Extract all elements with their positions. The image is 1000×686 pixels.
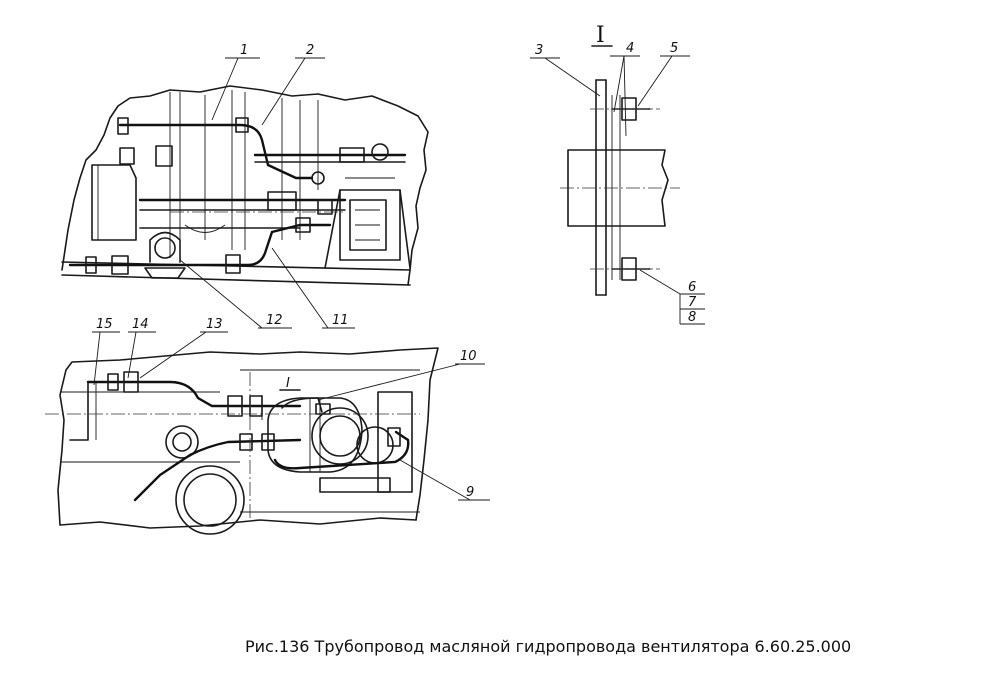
callout-14: 14	[132, 317, 149, 332]
callout-7: 7	[688, 295, 697, 310]
callout-3: 3	[535, 43, 543, 58]
callout-13: 13	[206, 317, 223, 332]
callout-10: 10	[460, 349, 477, 364]
callouts: 1 2 3 4 5 6 7 8 9 10 11 12 13 14 15	[96, 41, 697, 500]
callout-15: 15	[96, 317, 113, 332]
callout-4: 4	[626, 41, 634, 56]
callout-5: 5	[670, 41, 678, 56]
detail-view-I: I	[560, 23, 680, 296]
side-elevation-view	[61, 85, 429, 286]
leader-lines	[92, 55, 705, 501]
callout-8: 8	[688, 310, 696, 325]
view-title-I: I	[596, 23, 605, 48]
plan-view: I	[45, 347, 439, 535]
callout-2: 2	[306, 43, 314, 58]
callout-12: 12	[266, 313, 283, 328]
callout-9: 9	[466, 485, 474, 500]
callout-11: 11	[332, 313, 349, 328]
view-marker-I: I	[286, 376, 290, 391]
callout-6: 6	[688, 280, 696, 295]
figure-caption: Рис.136 Трубопровод масляной гидропровод…	[245, 637, 852, 656]
callout-1: 1	[240, 43, 248, 58]
